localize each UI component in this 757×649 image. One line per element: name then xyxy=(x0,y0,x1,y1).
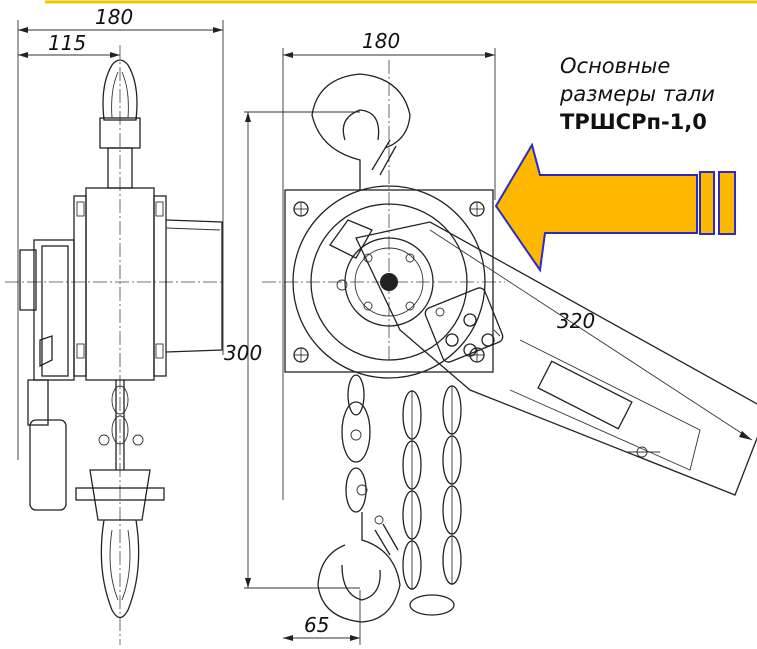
caption: Основные размеры тали ТРШСРп-1,0 xyxy=(560,52,755,136)
hand-chain xyxy=(402,385,462,616)
dim-height: 300 xyxy=(224,341,262,365)
dim-side-offset: 115 xyxy=(48,31,86,55)
dim-side-width: 180 xyxy=(95,5,133,29)
caption-model: ТРШСРп-1,0 xyxy=(560,110,707,134)
dim-hook-offset: 65 xyxy=(304,613,329,637)
dim-lever: 320 xyxy=(557,309,595,333)
dim-front-width: 180 xyxy=(362,29,400,53)
front-view xyxy=(244,48,757,645)
caption-line-1: Основные xyxy=(560,54,671,78)
pointer-arrow xyxy=(494,142,736,273)
caption-line-2: размеры тали xyxy=(560,82,715,106)
side-view xyxy=(5,20,225,645)
